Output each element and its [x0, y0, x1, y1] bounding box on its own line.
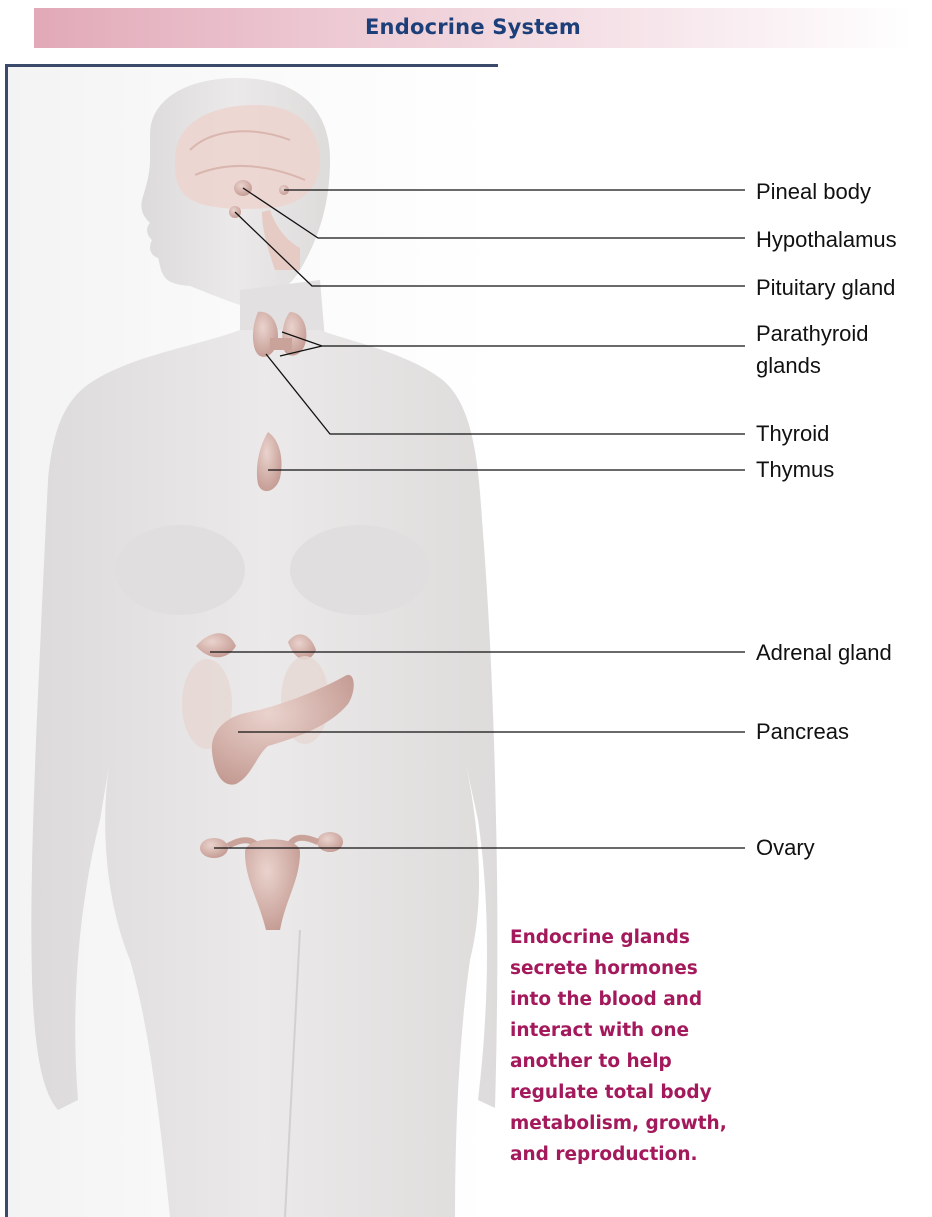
caption-line: regulate total body — [510, 1077, 740, 1108]
caption-line: Endocrine glands — [510, 922, 740, 953]
label-hypothalamus: Hypothalamus — [756, 226, 897, 253]
label-parathyroid-glands-line2: glands — [756, 352, 821, 379]
label-ovary: Ovary — [756, 834, 815, 861]
label-thyroid: Thyroid — [756, 420, 829, 447]
caption-line: secrete hormones — [510, 953, 740, 984]
label-pancreas: Pancreas — [756, 718, 849, 745]
label-parathyroid-glands-line1: Parathyroid — [756, 320, 869, 347]
caption-line: and reproduction. — [510, 1139, 740, 1170]
label-adrenal-gland: Adrenal gland — [756, 639, 892, 666]
label-thymus: Thymus — [756, 456, 834, 483]
caption-line: metabolism, growth, — [510, 1108, 740, 1139]
caption-line: another to help — [510, 1046, 740, 1077]
caption-line: into the blood and — [510, 984, 740, 1015]
body-silhouette — [31, 78, 497, 1217]
label-pituitary-gland: Pituitary gland — [756, 274, 895, 301]
caption: Endocrine glands secrete hormones into t… — [510, 922, 740, 1170]
caption-line: interact with one — [510, 1015, 740, 1046]
label-pineal-body: Pineal body — [756, 178, 871, 205]
